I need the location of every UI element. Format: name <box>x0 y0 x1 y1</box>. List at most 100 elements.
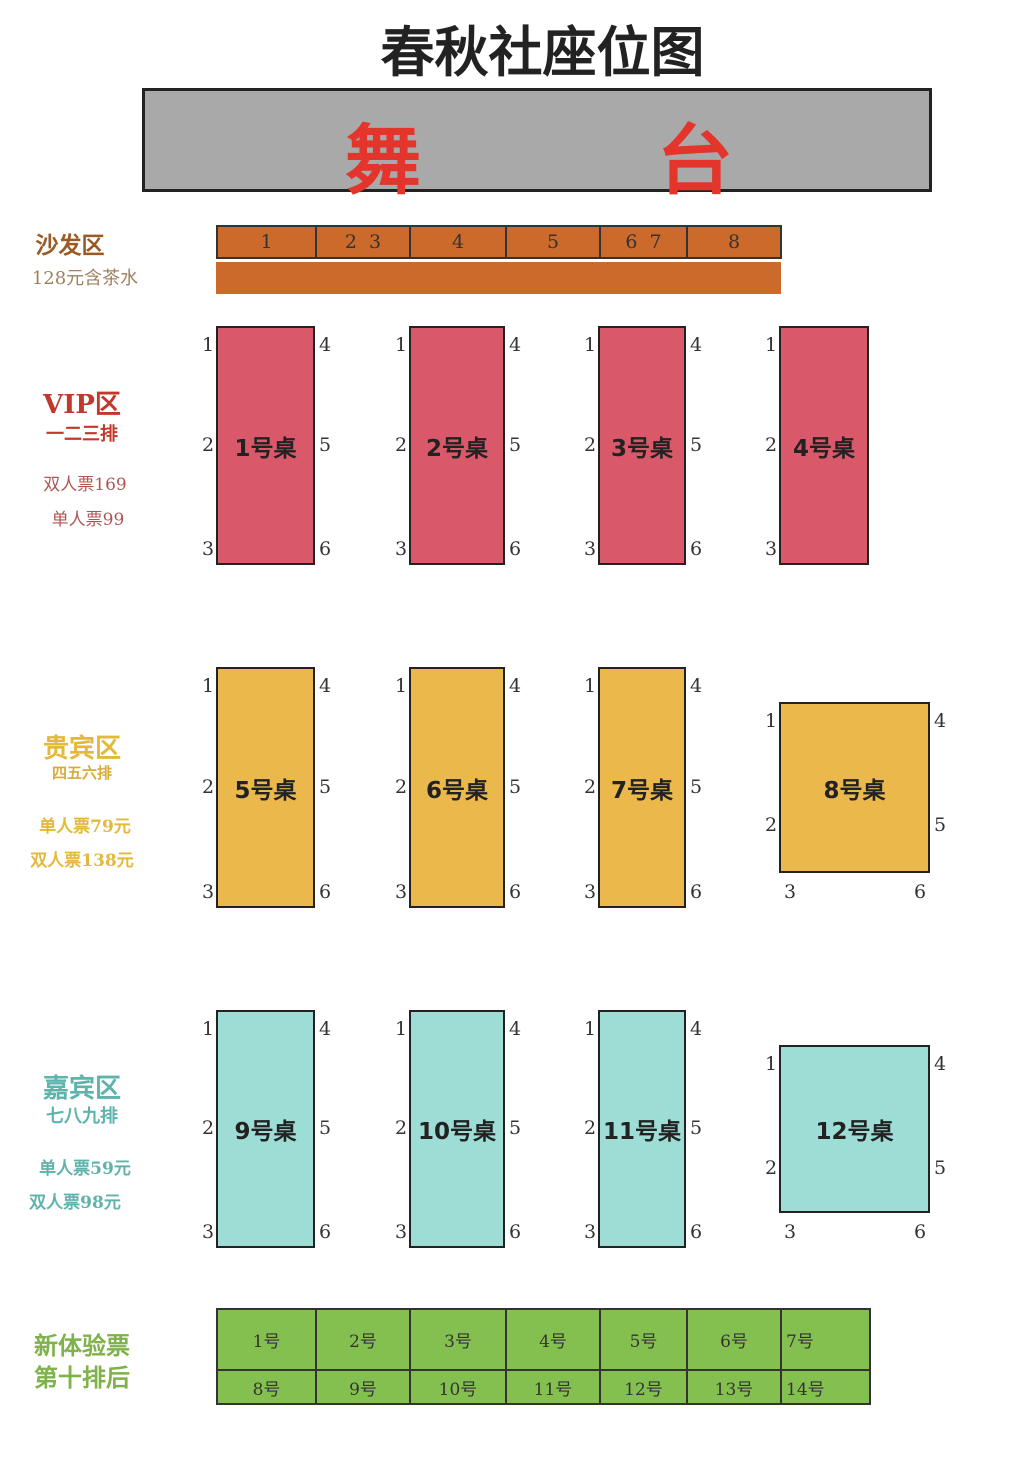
seat-number[interactable]: 2 <box>201 1117 215 1139</box>
seat-number[interactable]: 4 <box>508 334 522 356</box>
sofa-seat-cell[interactable]: 6 7 <box>599 225 688 259</box>
trial-seat-cell[interactable]: 7号 <box>780 1308 871 1371</box>
seat-number[interactable]: 3 <box>783 1221 797 1243</box>
trial-seat-cell[interactable]: 1号 <box>216 1308 317 1371</box>
seat-number[interactable]: 4 <box>933 710 947 732</box>
seat-number[interactable]: 2 <box>764 814 778 836</box>
trial-seat-cell[interactable]: 11号 <box>505 1369 601 1405</box>
trial-seat-cell[interactable]: 4号 <box>505 1308 601 1371</box>
sofa-seat-cell[interactable]: 8 <box>686 225 782 259</box>
table-6[interactable]: 6号桌 <box>409 667 505 908</box>
table-10[interactable]: 10号桌 <box>409 1010 505 1248</box>
trial-seat-cell[interactable]: 14号 <box>780 1369 871 1405</box>
seat-number[interactable]: 1 <box>583 1018 597 1040</box>
trial-seat-cell[interactable]: 9号 <box>315 1369 411 1405</box>
seat-number[interactable]: 4 <box>318 675 332 697</box>
seat-number[interactable]: 5 <box>689 1117 703 1139</box>
seat-number[interactable]: 4 <box>508 675 522 697</box>
seat-number[interactable]: 6 <box>508 881 522 903</box>
seat-number[interactable]: 3 <box>201 538 215 560</box>
seat-number[interactable]: 6 <box>913 881 927 903</box>
seat-number[interactable]: 6 <box>913 1221 927 1243</box>
seat-number[interactable]: 1 <box>583 675 597 697</box>
seat-number[interactable]: 6 <box>508 1221 522 1243</box>
seat-number[interactable]: 3 <box>394 881 408 903</box>
seat-number[interactable]: 3 <box>583 538 597 560</box>
seat-number[interactable]: 5 <box>508 775 522 798</box>
seat-number[interactable]: 3 <box>783 881 797 903</box>
sofa-seat-cell[interactable]: 1 <box>216 225 317 259</box>
seat-number[interactable]: 2 <box>394 775 408 798</box>
seat-number[interactable]: 1 <box>394 334 408 356</box>
seat-number[interactable]: 5 <box>508 433 522 456</box>
seat-number[interactable]: 2 <box>764 1157 778 1179</box>
seat-number[interactable]: 1 <box>394 675 408 697</box>
seat-number[interactable]: 3 <box>201 1221 215 1243</box>
table-4[interactable]: 4号桌 <box>779 326 869 565</box>
seat-number[interactable]: 3 <box>764 538 778 560</box>
seat-number[interactable]: 3 <box>201 881 215 903</box>
trial-seat-cell[interactable]: 13号 <box>686 1369 782 1405</box>
table-3[interactable]: 3号桌 <box>598 326 686 565</box>
trial-seat-cell[interactable]: 6号 <box>686 1308 782 1371</box>
seat-number[interactable]: 5 <box>689 433 703 456</box>
seat-number[interactable]: 2 <box>201 433 215 456</box>
seat-number[interactable]: 3 <box>583 1221 597 1243</box>
seat-number[interactable]: 6 <box>689 1221 703 1243</box>
seat-number[interactable]: 1 <box>201 1018 215 1040</box>
seat-number[interactable]: 1 <box>764 1053 778 1075</box>
seat-number[interactable]: 4 <box>508 1018 522 1040</box>
seat-number[interactable]: 5 <box>318 775 332 798</box>
seat-number[interactable]: 3 <box>583 881 597 903</box>
table-5[interactable]: 5号桌 <box>216 667 315 908</box>
seat-number[interactable]: 1 <box>394 1018 408 1040</box>
sofa-seat-cell[interactable]: 5 <box>505 225 601 259</box>
seat-number[interactable]: 5 <box>689 775 703 798</box>
trial-seat-cell[interactable]: 5号 <box>599 1308 688 1371</box>
seat-number[interactable]: 2 <box>201 775 215 798</box>
table-12[interactable]: 12号桌 <box>779 1045 930 1213</box>
seat-number[interactable]: 2 <box>394 1117 408 1139</box>
sofa-seat-cell[interactable]: 2 3 <box>315 225 411 259</box>
seat-number[interactable]: 2 <box>394 433 408 456</box>
seat-number[interactable]: 4 <box>689 1018 703 1040</box>
seat-number[interactable]: 5 <box>933 1157 947 1179</box>
table-1[interactable]: 1号桌 <box>216 326 315 565</box>
seat-number[interactable]: 6 <box>318 881 332 903</box>
seat-number[interactable]: 1 <box>764 710 778 732</box>
table-7[interactable]: 7号桌 <box>598 667 686 908</box>
trial-seat-cell[interactable]: 12号 <box>599 1369 688 1405</box>
seat-number[interactable]: 5 <box>508 1117 522 1139</box>
seat-number[interactable]: 6 <box>508 538 522 560</box>
seat-number[interactable]: 4 <box>318 1018 332 1040</box>
seat-number[interactable]: 3 <box>394 538 408 560</box>
seat-number[interactable]: 4 <box>933 1053 947 1075</box>
trial-seat-cell[interactable]: 8号 <box>216 1369 317 1405</box>
sofa-seat-cell[interactable]: 4 <box>409 225 507 259</box>
seat-number[interactable]: 2 <box>583 1117 597 1139</box>
table-11[interactable]: 11号桌 <box>598 1010 686 1248</box>
seat-number[interactable]: 4 <box>318 334 332 356</box>
trial-seat-cell[interactable]: 10号 <box>409 1369 507 1405</box>
table-2[interactable]: 2号桌 <box>409 326 505 565</box>
trial-seat-cell[interactable]: 3号 <box>409 1308 507 1371</box>
seat-number[interactable]: 3 <box>394 1221 408 1243</box>
table-8[interactable]: 8号桌 <box>779 702 930 873</box>
seat-number[interactable]: 2 <box>583 433 597 456</box>
seat-number[interactable]: 2 <box>764 433 778 456</box>
seat-number[interactable]: 5 <box>318 1117 332 1139</box>
seat-number[interactable]: 6 <box>689 538 703 560</box>
seat-number[interactable]: 6 <box>689 881 703 903</box>
table-9[interactable]: 9号桌 <box>216 1010 315 1248</box>
seat-number[interactable]: 1 <box>201 334 215 356</box>
seat-number[interactable]: 4 <box>689 334 703 356</box>
trial-seat-cell[interactable]: 2号 <box>315 1308 411 1371</box>
seat-number[interactable]: 4 <box>689 675 703 697</box>
seat-number[interactable]: 5 <box>318 433 332 456</box>
seat-number[interactable]: 1 <box>764 334 778 356</box>
seat-number[interactable]: 6 <box>318 538 332 560</box>
seat-number[interactable]: 5 <box>933 814 947 836</box>
seat-number[interactable]: 6 <box>318 1221 332 1243</box>
seat-number[interactable]: 1 <box>201 675 215 697</box>
seat-number[interactable]: 2 <box>583 775 597 798</box>
